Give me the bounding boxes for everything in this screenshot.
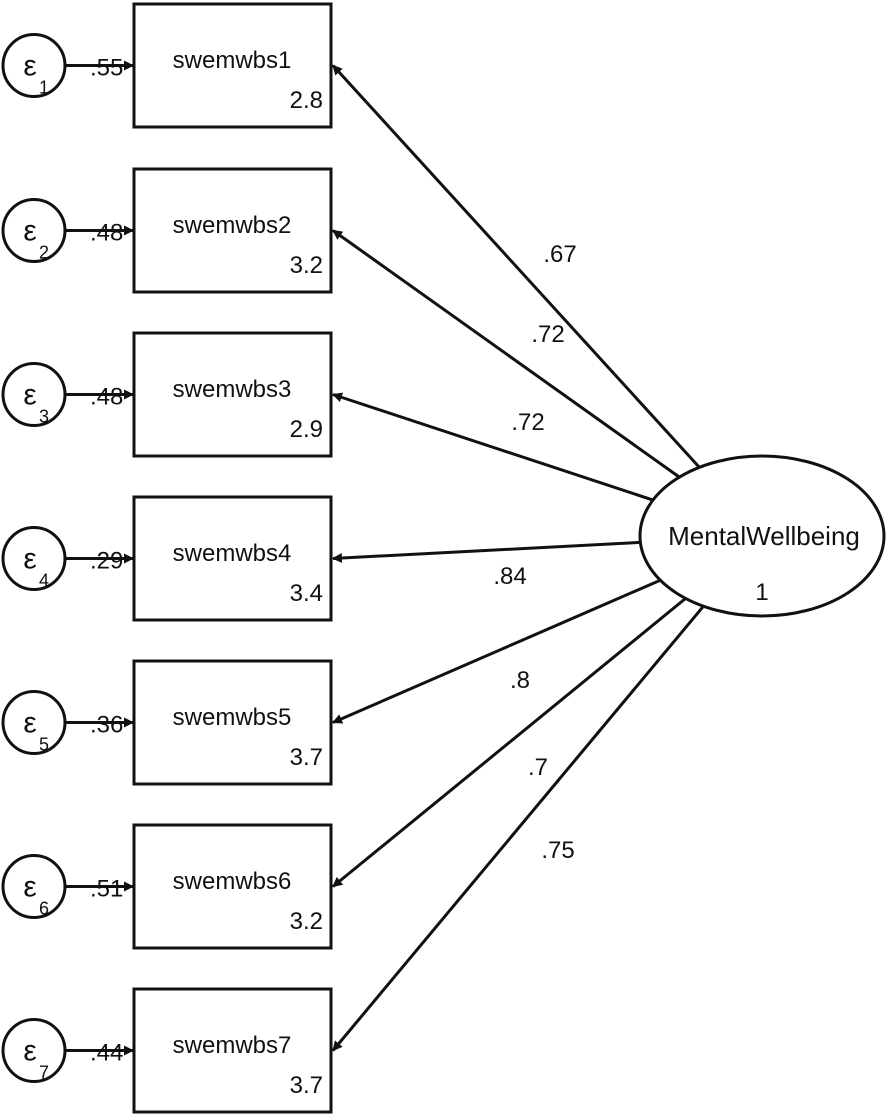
indicator-name: swemwbs5 <box>173 704 292 731</box>
latent-name: MentalWellbeing <box>668 521 860 551</box>
error-circle <box>1 526 67 591</box>
epsilon-symbol: ε <box>23 50 36 83</box>
error-circle <box>1 362 67 427</box>
error-circle <box>1 854 67 919</box>
loading-label: .67 <box>543 241 576 268</box>
indicator-name: swemwbs6 <box>173 868 292 895</box>
loading-arrow <box>332 578 661 724</box>
indicator-intercept: 2.9 <box>290 416 323 443</box>
error-term: ε2 <box>1 198 67 263</box>
error-variance: .44 <box>90 1040 123 1067</box>
epsilon-subscript: 7 <box>39 1063 49 1083</box>
epsilon-symbol: ε <box>23 707 36 740</box>
loading-arrow <box>331 605 705 1052</box>
indicator-intercept: 3.7 <box>290 744 323 771</box>
error-term: ε6 <box>1 854 67 919</box>
indicator-name: swemwbs2 <box>173 212 292 239</box>
error-term: ε4 <box>1 526 67 591</box>
error-variance: .51 <box>90 876 123 903</box>
indicator-node: swemwbs5 3.7 <box>132 659 333 786</box>
indicator-box <box>132 167 333 294</box>
error-variance: .48 <box>90 384 123 411</box>
error-variance: .55 <box>90 55 123 82</box>
indicator-node: swemwbs6 3.2 <box>132 823 333 950</box>
loading-arrows <box>331 64 705 1052</box>
indicator-name: swemwbs4 <box>173 540 292 567</box>
loading-arrow <box>331 64 701 469</box>
indicator-name: swemwbs3 <box>173 376 292 403</box>
loading-arrow <box>332 540 641 564</box>
loading-arrow <box>332 392 654 502</box>
indicator-node: swemwbs7 3.7 <box>132 987 333 1114</box>
epsilon-subscript: 4 <box>39 571 49 591</box>
epsilon-symbol: ε <box>23 1035 36 1068</box>
error-circle <box>1 690 67 755</box>
error-circle <box>1 33 67 98</box>
error-term: ε5 <box>1 690 67 755</box>
error-term: ε1 <box>1 33 67 98</box>
loading-label: .7 <box>528 754 548 781</box>
indicator-node: swemwbs4 3.4 <box>132 495 333 622</box>
latent-ellipse <box>638 454 886 618</box>
loading-label: .72 <box>531 321 564 348</box>
indicator-box <box>132 823 333 950</box>
loading-label: .75 <box>541 837 574 864</box>
indicator-name: swemwbs1 <box>173 47 292 74</box>
epsilon-symbol: ε <box>23 871 36 904</box>
epsilon-symbol: ε <box>23 543 36 576</box>
indicator-intercept: 3.7 <box>290 1072 323 1099</box>
loading-labels: .67 .72 .72 .84 .8 .7 .75 <box>493 241 576 864</box>
latent-variable: MentalWellbeing 1 <box>638 454 886 618</box>
indicator-intercept: 2.8 <box>290 87 323 114</box>
error-variance: .48 <box>90 220 123 247</box>
epsilon-subscript: 1 <box>39 78 49 98</box>
epsilon-subscript: 6 <box>39 899 49 919</box>
indicator-box <box>132 659 333 786</box>
loading-label: .84 <box>493 563 526 590</box>
error-circle <box>1 198 67 263</box>
error-variance: .29 <box>90 548 123 575</box>
epsilon-subscript: 3 <box>39 407 49 427</box>
error-term: ε7 <box>1 1018 67 1083</box>
indicator-box <box>132 2 333 129</box>
loading-label: .72 <box>511 409 544 436</box>
indicator-intercept: 3.2 <box>290 908 323 935</box>
error-arrows: .55 .48 .48 .29 .36 .51 .44 <box>65 55 134 1067</box>
indicator-box <box>132 495 333 622</box>
loading-arrow <box>332 229 681 479</box>
indicator-node: swemwbs2 3.2 <box>132 167 333 294</box>
epsilon-subscript: 5 <box>39 735 49 755</box>
indicator-name: swemwbs7 <box>173 1032 292 1059</box>
indicator-node: swemwbs1 2.8 <box>132 2 333 129</box>
indicator-intercept: 3.2 <box>290 252 323 279</box>
epsilon-subscript: 2 <box>39 243 49 263</box>
indicator-intercept: 3.4 <box>290 580 323 607</box>
indicator-boxes: swemwbs12.8swemwbs23.2swemwbs32.9swemwbs… <box>132 2 333 1114</box>
error-variance: .36 <box>90 712 123 739</box>
epsilon-symbol: ε <box>23 379 36 412</box>
indicator-box <box>132 331 333 458</box>
loading-label: .8 <box>510 667 530 694</box>
error-term: ε3 <box>1 362 67 427</box>
error-circle <box>1 1018 67 1083</box>
indicator-box <box>132 987 333 1114</box>
loading-arrow <box>332 597 687 888</box>
latent-variance: 1 <box>755 579 768 606</box>
epsilon-symbol: ε <box>23 215 36 248</box>
indicator-node: swemwbs3 2.9 <box>132 331 333 458</box>
